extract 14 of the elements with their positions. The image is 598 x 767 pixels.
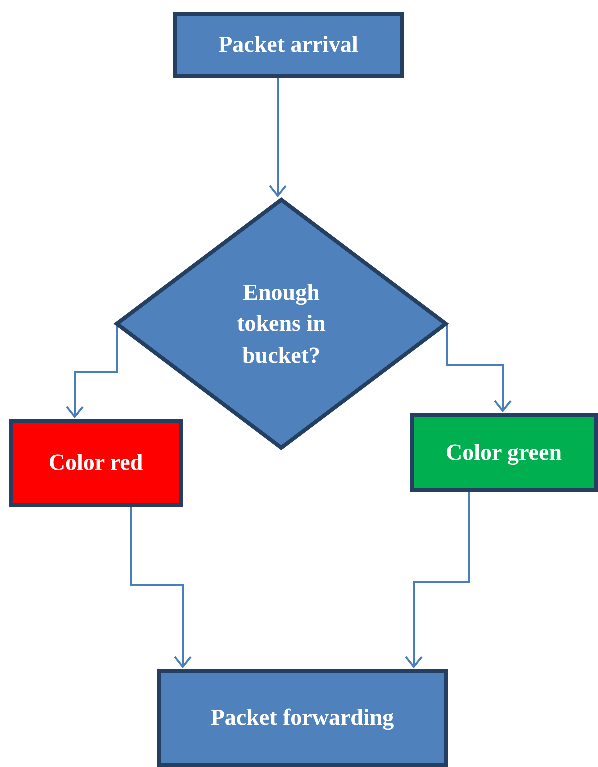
node-label: Packet arrival [218, 31, 358, 60]
process-box [9, 419, 183, 507]
arrow [269, 78, 287, 197]
process-box [157, 669, 448, 767]
node-label: Color green [446, 438, 562, 468]
node-label: Enough tokens in bucket? [236, 279, 327, 370]
arrow [405, 492, 470, 668]
process-box [173, 12, 404, 78]
node-label: Color red [48, 449, 144, 478]
node-label: Packet forwarding [210, 704, 394, 732]
process-box [410, 413, 598, 492]
arrow [446, 323, 512, 412]
arrow [66, 323, 118, 418]
arrow [130, 507, 192, 668]
